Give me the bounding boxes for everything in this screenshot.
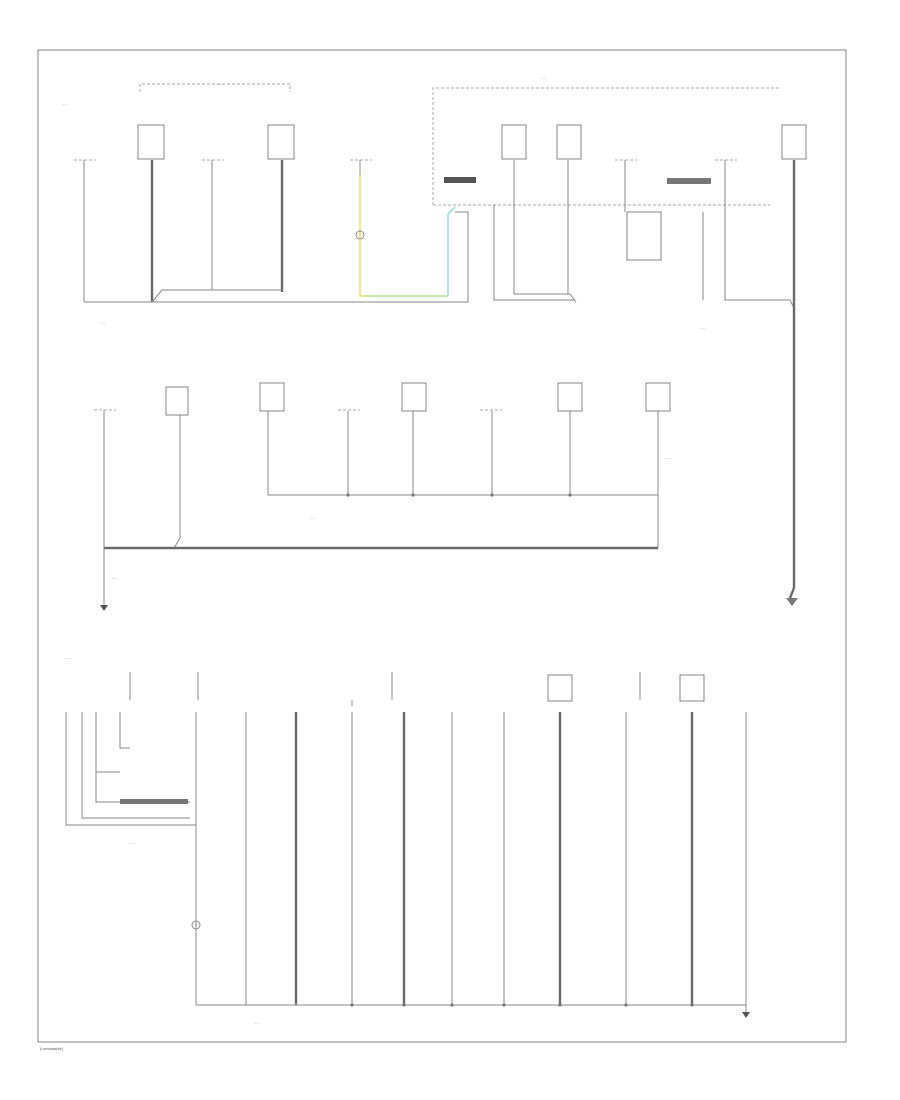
dashed-group-enclosure-right <box>432 87 780 205</box>
top-label-block-4: ····· <box>100 322 106 326</box>
top-label-block-3: ····· <box>540 77 546 81</box>
component-box-top-1 <box>137 124 165 160</box>
highlight-wire-cyan <box>447 206 456 296</box>
top-label-block-1: ····· <box>62 103 68 107</box>
component-box-bot-1 <box>547 674 573 702</box>
label-bar-top-right <box>667 178 711 184</box>
top-label-block-5: ····· <box>700 327 706 331</box>
diagram-frame <box>37 49 847 1043</box>
component-box-bot-2 <box>679 674 705 702</box>
bottom-label-block-1: ····· <box>66 657 72 661</box>
switch-symbol-bottom <box>191 920 201 930</box>
mid-label-block-3: ····· <box>666 457 672 461</box>
component-box-top-4 <box>556 124 582 160</box>
dashed-group-bracket-left <box>139 83 291 92</box>
component-box-mid-5 <box>645 382 671 412</box>
ground-symbol-mid-left <box>100 605 108 611</box>
bottom-label-block-2: ····· <box>130 842 136 846</box>
ground-bus-top-left <box>84 211 469 303</box>
figure-code: [unreadable] <box>40 1047 64 1051</box>
mid-label-block-1: ····· <box>310 517 316 521</box>
component-box-mid-1 <box>165 386 189 416</box>
relay-box-top <box>626 211 662 261</box>
ground-bus-top-left-b <box>151 289 282 303</box>
middle-section: ····· ····· ····· <box>94 382 798 611</box>
top-section: ····· ····· ····· ····· ····· <box>62 77 807 588</box>
ground-symbol-mid-right <box>786 598 798 606</box>
top-connectors <box>74 159 372 302</box>
label-bar-top <box>444 177 476 183</box>
mid-label-block-2: ····· <box>112 577 118 581</box>
component-box-top-5 <box>781 124 807 160</box>
ground-symbol-bottom <box>742 1012 750 1018</box>
top-label-block-2: ····· <box>216 83 222 87</box>
bottom-label-block-3: ····· <box>254 1022 260 1026</box>
highlight-wire-yellow <box>359 175 448 297</box>
component-box-top-3 <box>501 124 527 160</box>
component-box-top-2 <box>267 124 295 160</box>
bottom-section: ····· ····· ····· <box>65 657 750 1026</box>
switch-symbol-top <box>355 230 365 240</box>
label-bar-bottom-left <box>120 799 188 804</box>
component-box-mid-4 <box>557 382 583 412</box>
component-box-mid-3 <box>401 382 427 412</box>
component-box-mid-2 <box>259 382 285 412</box>
